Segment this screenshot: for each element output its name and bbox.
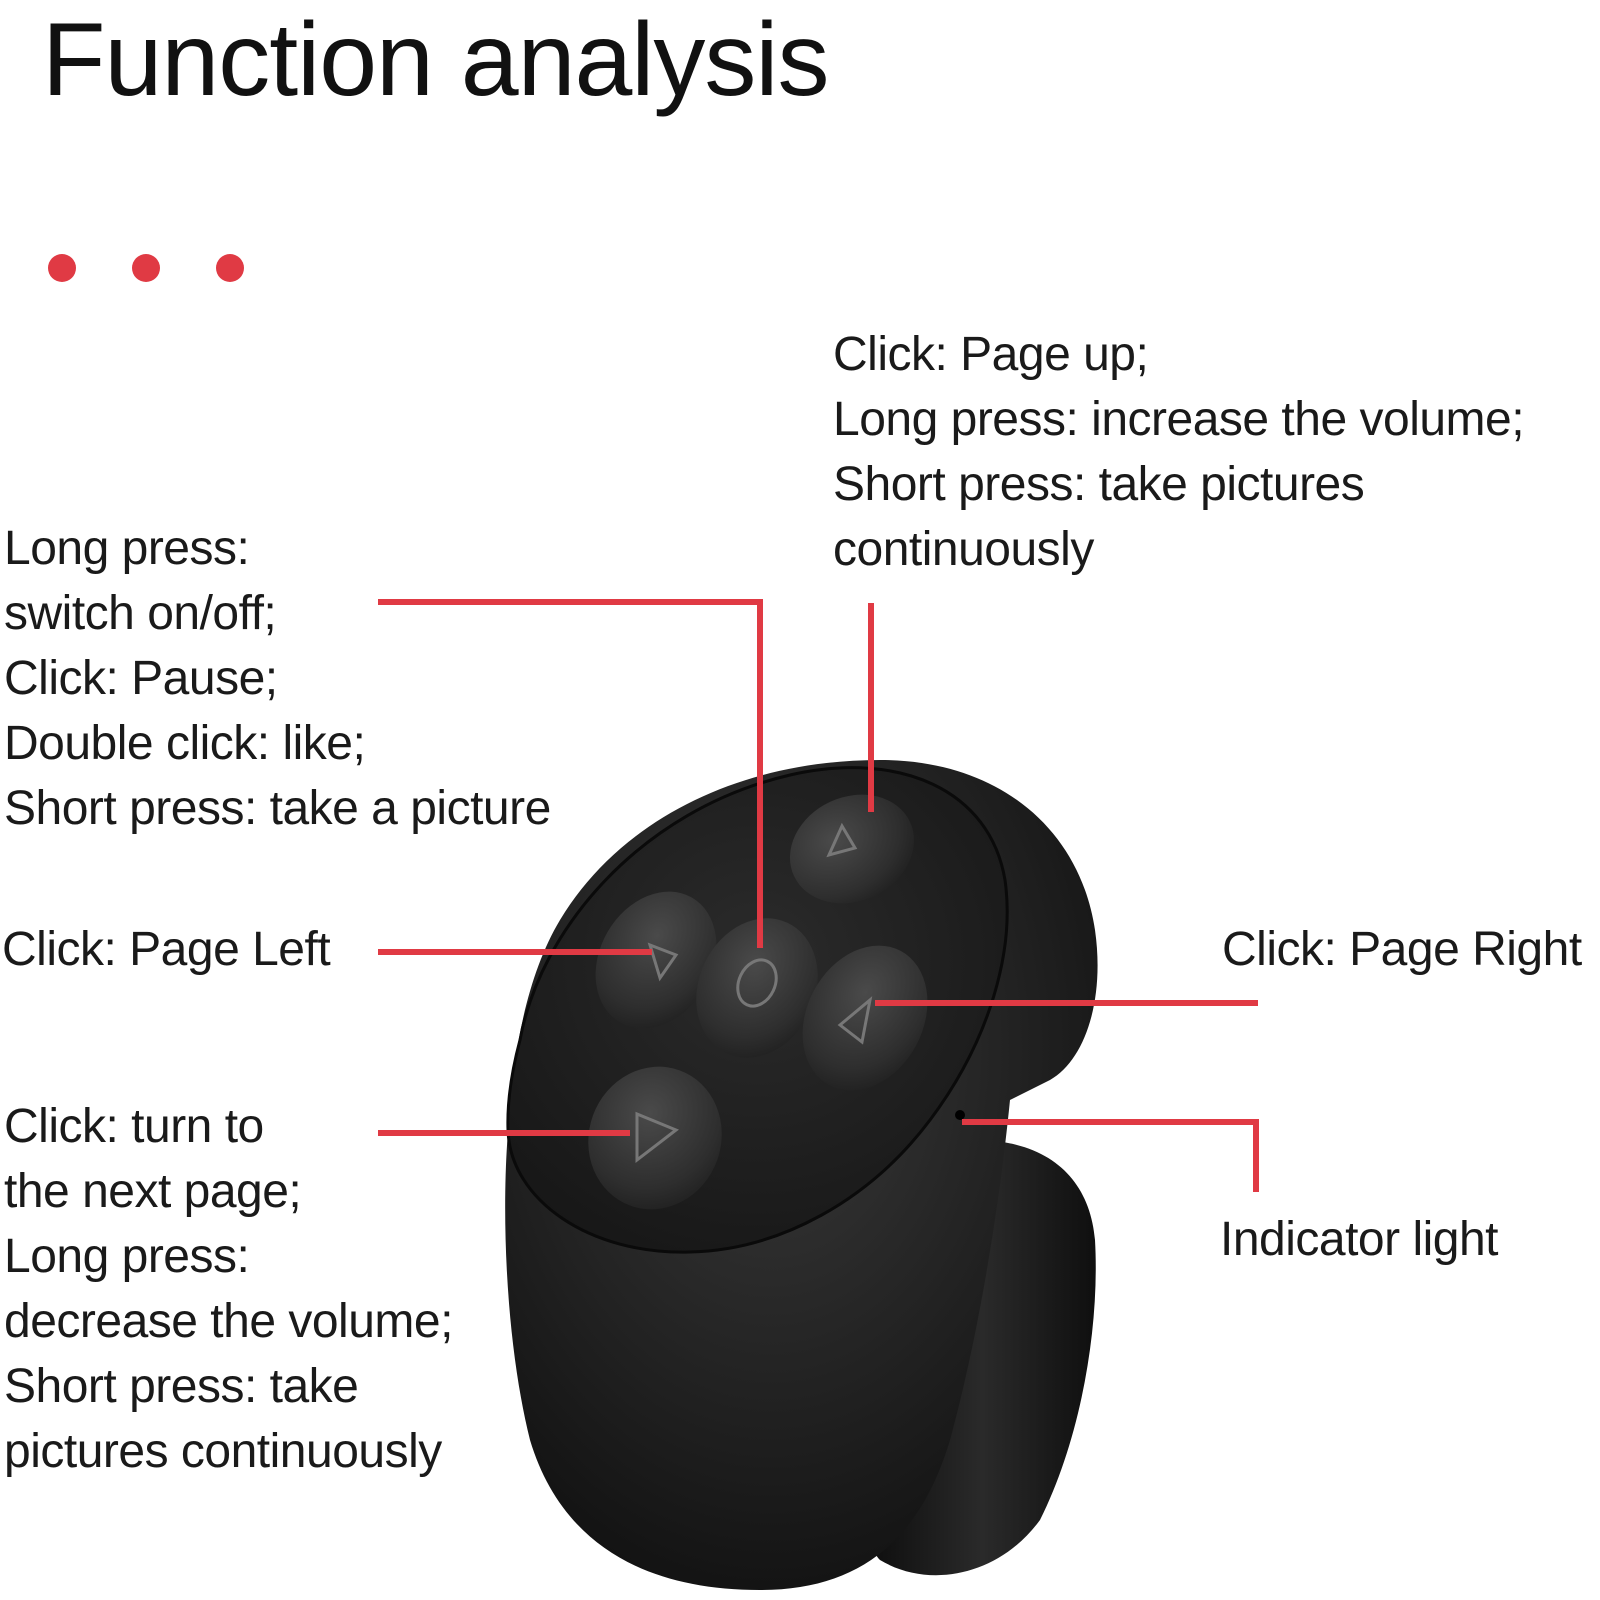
label-page-left: Click: Page Left [2,923,331,976]
red-dot-icon [48,254,76,282]
right-arrow-icon [837,996,873,1045]
label-page-up: Click: Page up; Long press: increase the… [833,328,1525,576]
center-button[interactable] [674,898,840,1078]
circle-icon [736,958,778,1008]
leader-line-center [378,599,763,948]
label-center-button: Long press: switch on/off; Click: Pause;… [4,522,551,835]
page-title: Function analysis [42,2,830,118]
red-dot-icon [216,254,244,282]
right-button[interactable] [778,924,952,1113]
indicator-light [955,1110,965,1120]
up-button[interactable] [772,775,932,923]
label-page-right: Click: Page Right [1222,923,1582,976]
label-next-page: Click: turn to the next page; Long press… [4,1100,453,1478]
red-dot-icon [132,254,160,282]
play-arrow-icon [635,1111,679,1164]
label-indicator-light: Indicator light [1220,1213,1499,1266]
left-arrow-icon [647,942,679,982]
leader-line-indicator [962,1119,1259,1192]
leader-lines [378,599,1259,1192]
left-button[interactable] [572,870,741,1051]
up-arrow-icon [826,822,858,858]
down-button[interactable] [568,1048,741,1228]
